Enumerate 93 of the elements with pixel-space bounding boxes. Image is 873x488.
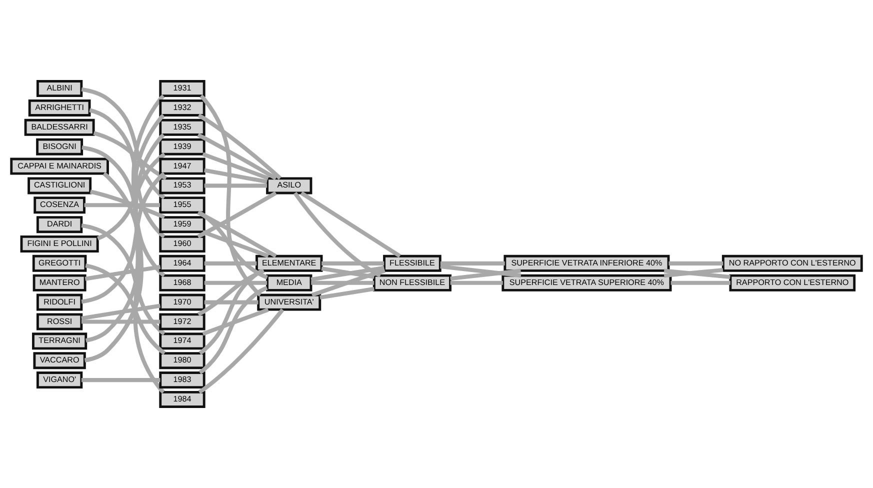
- connector: [85, 264, 166, 355]
- node-box: VACCARO: [33, 352, 86, 370]
- connector: [664, 268, 730, 280]
- connector: [450, 268, 521, 281]
- connector: [81, 87, 166, 200]
- connector: [293, 192, 382, 278]
- connector: [204, 261, 257, 266]
- connector: [197, 132, 277, 180]
- node-box: SUPERFICIE VETRATA SUPERIORE 40%: [502, 274, 672, 292]
- node-box: ROSSI: [36, 313, 83, 330]
- node-box: GREGOTTI: [32, 254, 87, 272]
- connector: [198, 269, 263, 355]
- connector: [81, 320, 160, 324]
- connector: [198, 286, 268, 374]
- node-box: BISOGNI: [36, 138, 84, 156]
- connector: [198, 114, 282, 180]
- connector: [300, 191, 401, 258]
- node-box: MEDIA: [266, 274, 312, 292]
- node-box: 1964: [159, 254, 206, 272]
- node-box: SUPERFICIE VETRATA INFERIORE 40%: [504, 254, 670, 272]
- node-box: DARDI: [36, 216, 83, 234]
- node-box: 1932: [159, 99, 206, 116]
- node-box: 1970: [159, 294, 206, 311]
- connector: [86, 133, 165, 342]
- connector: [89, 108, 166, 238]
- connector: [204, 280, 268, 285]
- connector: [668, 261, 724, 266]
- connector: [440, 261, 505, 266]
- connector: [197, 191, 277, 238]
- connector: [81, 304, 160, 320]
- node-box: BALDESSARRI: [24, 118, 95, 136]
- connector: [198, 308, 284, 394]
- connector: [204, 184, 268, 188]
- connector: [84, 264, 161, 281]
- node-box: 1983: [159, 372, 206, 389]
- connector: [81, 223, 166, 336]
- connector: [82, 146, 166, 278]
- node-box: ALBINI: [36, 80, 83, 98]
- node-box: FLESSIBILE: [383, 254, 442, 272]
- node-box: 1947: [159, 158, 206, 175]
- connector: [311, 268, 386, 297]
- node-box: MANTERO: [32, 274, 86, 292]
- connector: [321, 266, 374, 279]
- node-box: 1968: [159, 274, 206, 292]
- node-box: UNIVERSITA': [257, 294, 322, 311]
- connector: [320, 286, 374, 300]
- connector: [202, 152, 269, 180]
- connector: [440, 264, 522, 278]
- connector: [197, 268, 265, 316]
- connector: [81, 172, 166, 304]
- node-box: 1953: [159, 177, 206, 194]
- connector: [197, 210, 277, 258]
- node-box: 1974: [159, 332, 206, 350]
- connector: [450, 280, 503, 285]
- node-box: ARRIGHETTI: [28, 99, 91, 116]
- node-box: CASTIGLIONI: [28, 177, 92, 194]
- node-box: RAPPORTO CON L'ESTERNO: [729, 274, 856, 292]
- node-box: 1960: [159, 236, 206, 252]
- connector: [202, 230, 269, 258]
- connector: [204, 168, 268, 184]
- node-box: FIGINI E POLLINI: [20, 236, 99, 252]
- connector: [200, 94, 262, 297]
- node-box: 1935: [159, 118, 206, 136]
- node-box: CAPPAI E MAINARDIS: [10, 158, 109, 175]
- connector: [198, 210, 268, 280]
- node-box: 1980: [159, 352, 206, 370]
- node-box: RIDOLFI: [36, 294, 83, 311]
- node-box: 1931: [159, 80, 206, 98]
- node-box: NON FLESSIBILE: [372, 274, 452, 292]
- connector: [102, 172, 165, 394]
- connector: [202, 308, 269, 336]
- connector: [93, 131, 168, 180]
- connector: [90, 190, 166, 220]
- connector: [310, 266, 384, 282]
- node-box: NO RAPPORTO CON L'ESTERNO: [722, 254, 863, 272]
- connector: [204, 300, 258, 304]
- node-box: TERRAGNI: [32, 332, 88, 350]
- node-box: 1972: [159, 313, 206, 330]
- connector: [670, 280, 730, 285]
- node-box: 1959: [159, 216, 206, 234]
- node-box: VIGANO': [36, 372, 83, 389]
- node-box: ELEMENTARE: [256, 254, 323, 272]
- connector: [96, 152, 166, 240]
- connector: [664, 268, 724, 278]
- node-box: 1955: [159, 196, 206, 214]
- connector: [322, 261, 384, 266]
- connector: [84, 203, 160, 208]
- node-box: COSENZA: [34, 196, 86, 214]
- connector: [81, 378, 160, 382]
- node-box: 1939: [159, 138, 206, 156]
- connector: [311, 280, 374, 285]
- node-box: 1984: [159, 390, 206, 408]
- node-box: ASILO: [266, 177, 312, 194]
